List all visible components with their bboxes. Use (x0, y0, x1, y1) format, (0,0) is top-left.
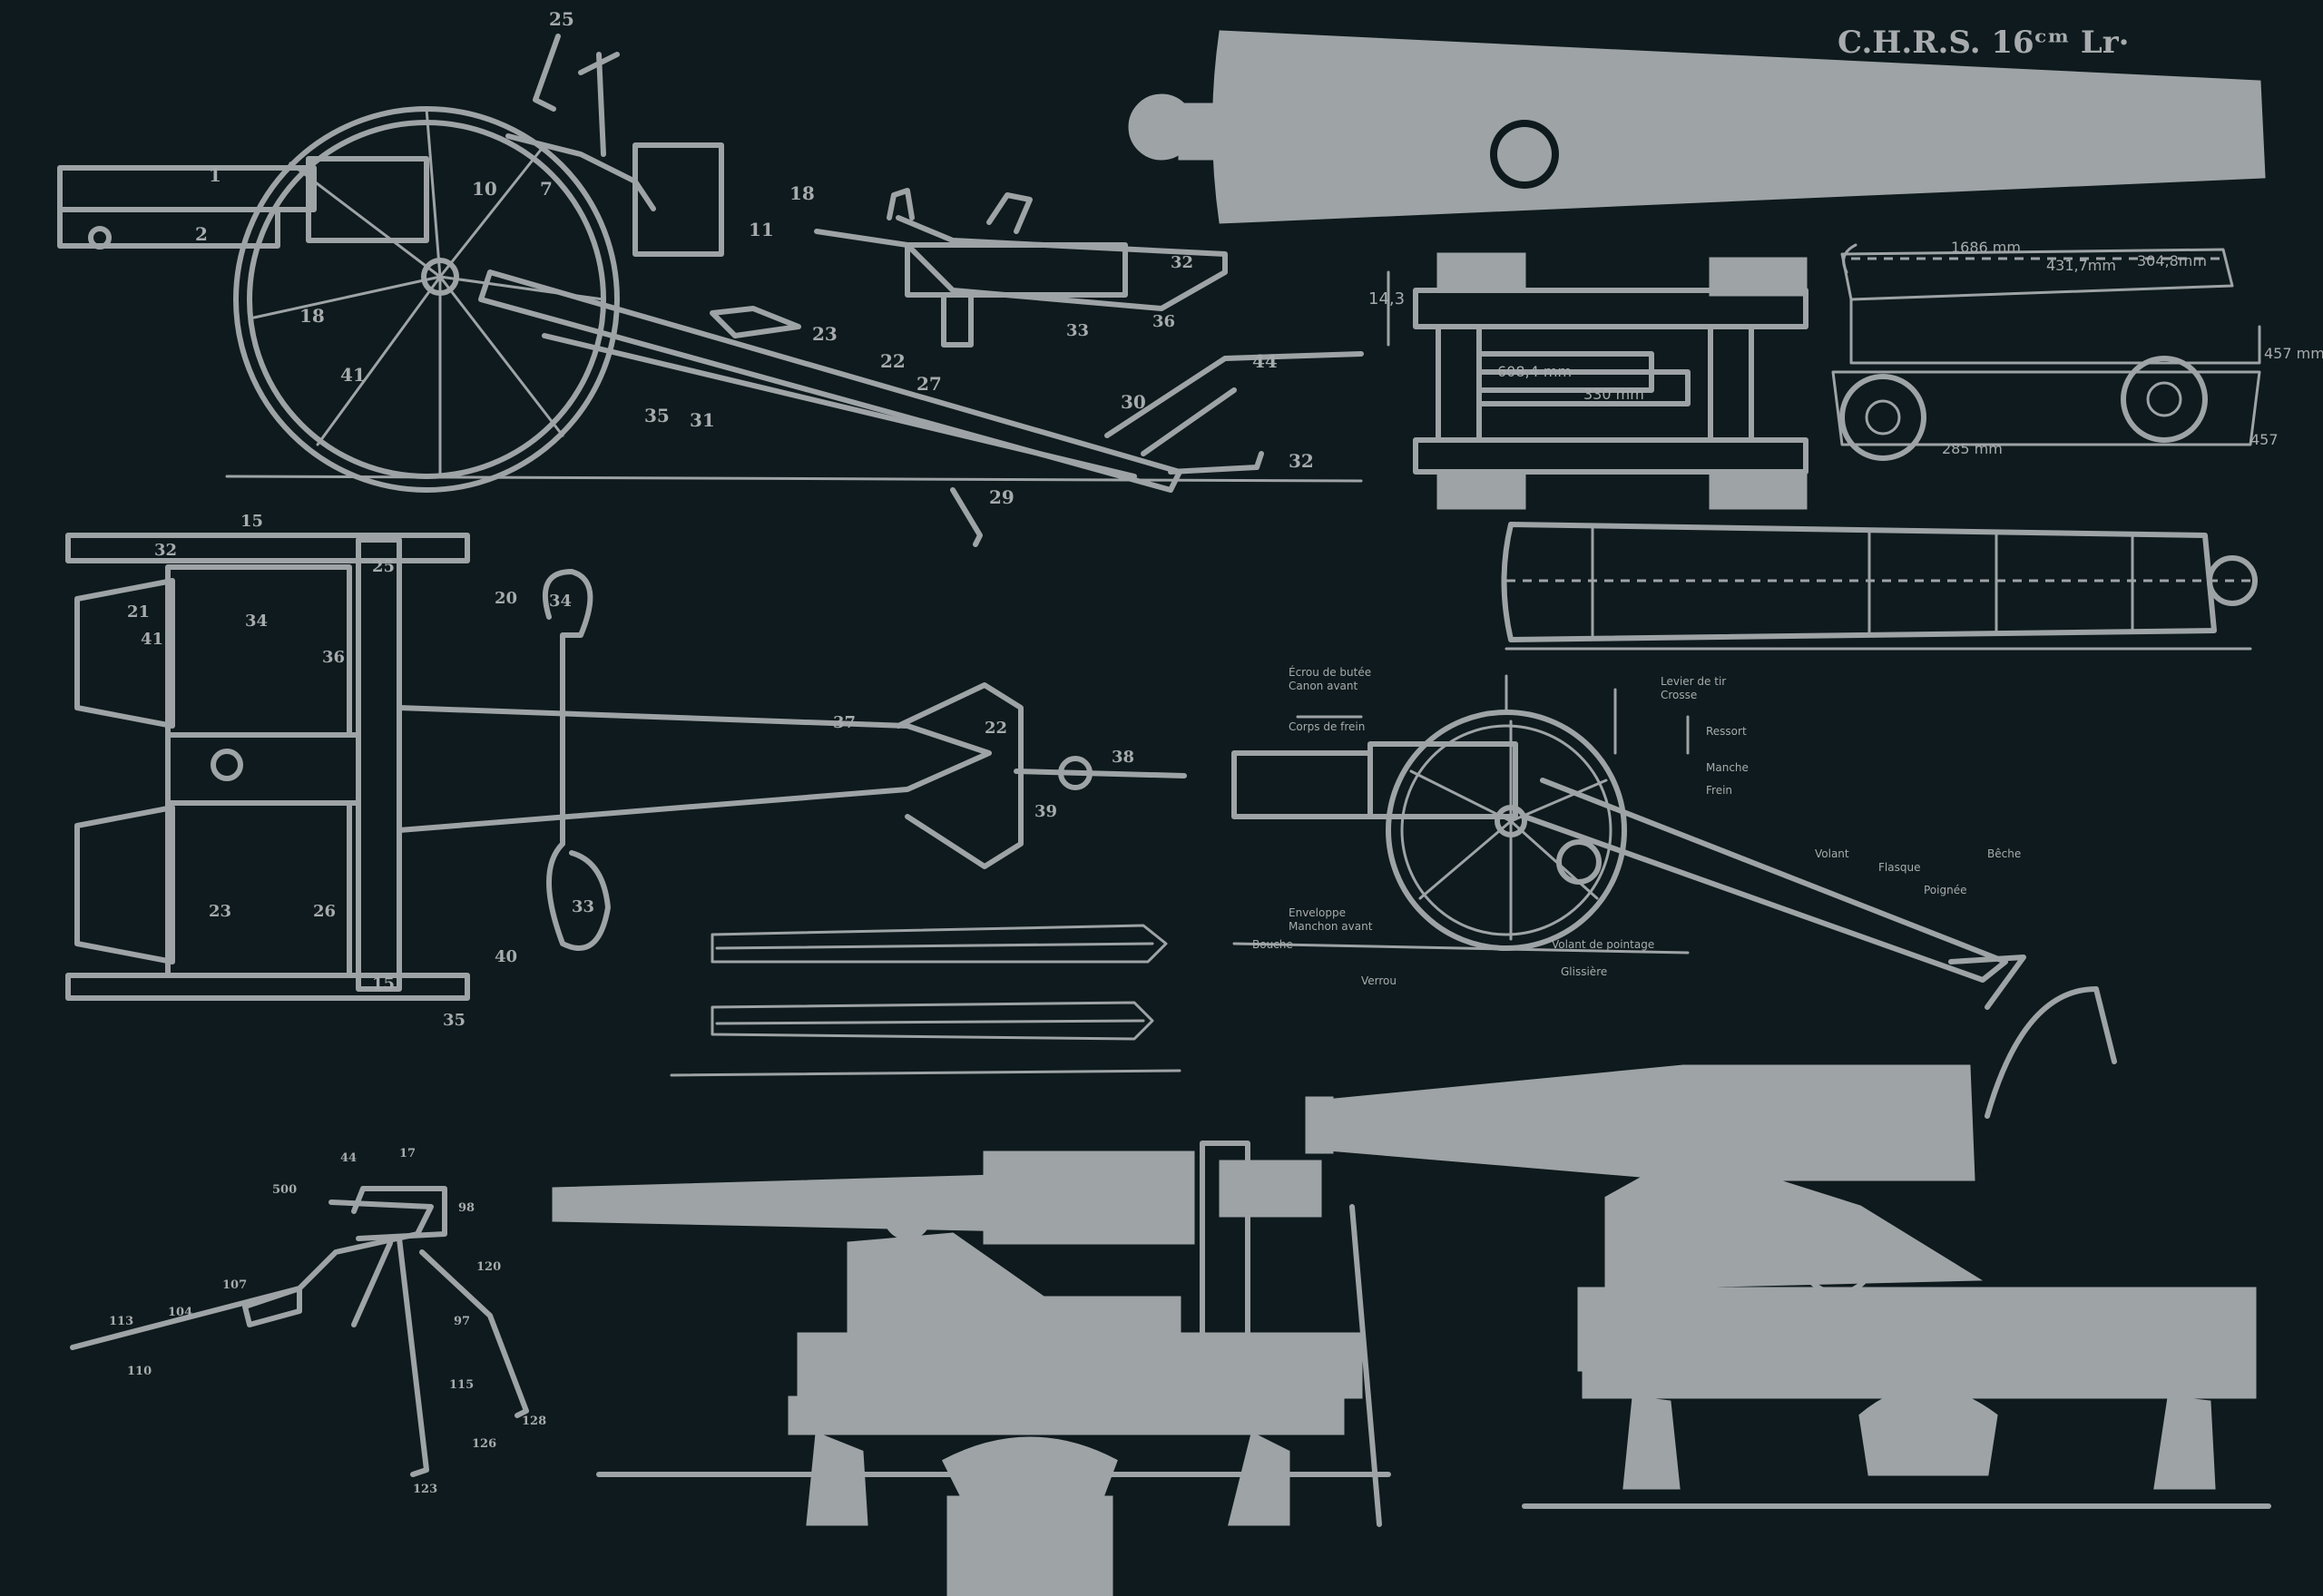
strip-diagrams (670, 924, 1181, 1077)
svg-text:120: 120 (476, 1260, 501, 1274)
svg-text:Verrou: Verrou (1361, 974, 1397, 987)
svg-text:31: 31 (690, 409, 715, 431)
svg-text:7: 7 (540, 178, 553, 200)
svg-text:Levier de tir: Levier de tir (1661, 675, 1726, 688)
svg-text:107: 107 (222, 1278, 247, 1292)
svg-text:41: 41 (141, 630, 163, 649)
svg-text:25: 25 (549, 8, 574, 30)
svg-text:26: 26 (313, 902, 336, 921)
svg-text:97: 97 (454, 1315, 470, 1328)
tripod-gun: 500 44 17 98 120 97 107 104 113 110 115 126 12… (70, 1147, 546, 1496)
svg-text:23: 23 (812, 323, 838, 345)
svg-text:126: 126 (472, 1437, 496, 1451)
svg-text:36: 36 (322, 648, 345, 667)
svg-text:44: 44 (340, 1151, 357, 1165)
large-cannon-barrel: C.H.R.S. 16ᶜᵐ Lr· (1128, 24, 2266, 224)
svg-text:10: 10 (472, 178, 497, 200)
svg-text:104: 104 (168, 1306, 192, 1319)
svg-text:36: 36 (1152, 312, 1175, 331)
coastal-gun-center (552, 1141, 1391, 1596)
svg-text:128: 128 (522, 1415, 546, 1428)
svg-text:27: 27 (916, 373, 942, 395)
svg-text:18: 18 (789, 182, 815, 204)
dim-4: 457 mm (2264, 345, 2323, 362)
dim-6: 457 (2250, 431, 2279, 448)
svg-text:15: 15 (240, 512, 263, 531)
svg-text:Frein: Frein (1706, 784, 1732, 797)
svg-text:34: 34 (549, 592, 572, 611)
svg-text:15: 15 (372, 974, 395, 994)
field-gun-side-view: 25 1 2 10 7 18 11 18 41 35 31 22 27 30 44 32 29 2… (57, 8, 1364, 547)
svg-text:38: 38 (1112, 748, 1134, 767)
cannon-profile-dimensions: 1686 mm 431,7mm 304,8mm 457 mm 285 mm 45… (1831, 239, 2323, 461)
svg-text:123: 123 (413, 1483, 437, 1496)
svg-text:33: 33 (1066, 321, 1089, 340)
dim-1: 1686 mm (1951, 239, 2021, 256)
svg-text:11: 11 (749, 219, 774, 240)
svg-text:23: 23 (209, 902, 231, 921)
svg-text:Ressort: Ressort (1706, 725, 1747, 738)
svg-text:35: 35 (443, 1011, 466, 1030)
svg-text:2: 2 (195, 223, 208, 245)
dim-3: 304,8mm (2137, 252, 2207, 269)
svg-text:33: 33 (572, 897, 594, 916)
svg-text:Flasque: Flasque (1878, 861, 1920, 874)
carriage-bar-lower: 330 mm (1583, 386, 1644, 403)
svg-text:32: 32 (1171, 253, 1193, 272)
svg-text:Écrou de butée: Écrou de butée (1289, 665, 1371, 679)
svg-text:Bêche: Bêche (1987, 847, 2021, 860)
carriage-dimension: 14,3 (1368, 289, 1405, 308)
svg-text:34: 34 (245, 612, 268, 631)
svg-text:20: 20 (495, 589, 517, 608)
svg-text:21: 21 (127, 602, 150, 622)
casemate-cannon-right (1305, 986, 2271, 1509)
svg-text:17: 17 (399, 1147, 416, 1160)
breech-detail: 32 33 36 (814, 188, 1228, 348)
svg-text:35: 35 (644, 405, 670, 426)
svg-text:110: 110 (127, 1365, 152, 1378)
barrel-inscription: C.H.R.S. 16ᶜᵐ Lr· (1838, 24, 2129, 61)
svg-text:Glissière: Glissière (1561, 965, 1607, 978)
svg-text:Crosse: Crosse (1661, 689, 1697, 701)
svg-text:Volant de pointage: Volant de pointage (1552, 938, 1654, 951)
svg-text:Canon avant: Canon avant (1289, 680, 1358, 692)
svg-text:44: 44 (1252, 350, 1278, 372)
smoothbore-barrel (1501, 522, 2258, 651)
svg-text:Manchon avant: Manchon avant (1289, 920, 1373, 933)
part-numbers: 25 1 2 10 7 18 11 18 41 35 31 22 27 30 44 32 29 2… (195, 8, 1314, 508)
svg-text:32: 32 (1289, 450, 1314, 472)
svg-text:22: 22 (985, 719, 1007, 738)
svg-text:18: 18 (299, 305, 325, 327)
svg-text:Enveloppe: Enveloppe (1289, 906, 1346, 919)
svg-text:41: 41 (340, 364, 366, 386)
svg-text:Bouche: Bouche (1252, 938, 1293, 951)
dim-5: 285 mm (1942, 440, 2003, 457)
elevation-annotations: Écrou de butée Canon avant Corps de frei… (1252, 665, 2021, 987)
dim-2: 431,7mm (2046, 257, 2116, 274)
svg-text:Corps de frein: Corps de frein (1289, 720, 1365, 733)
svg-text:113: 113 (109, 1315, 133, 1328)
svg-text:500: 500 (272, 1183, 297, 1197)
carriage-top-view: 14,3 608,4 mm 330 mm (1368, 252, 1808, 510)
svg-text:22: 22 (880, 350, 906, 372)
svg-text:40: 40 (495, 947, 517, 966)
svg-text:Poignée: Poignée (1924, 884, 1966, 896)
svg-text:32: 32 (154, 541, 177, 560)
svg-text:29: 29 (989, 486, 1014, 508)
svg-text:98: 98 (458, 1201, 475, 1215)
svg-text:115: 115 (449, 1378, 474, 1392)
svg-text:Manche: Manche (1706, 761, 1749, 774)
svg-text:30: 30 (1121, 391, 1146, 413)
svg-text:37: 37 (833, 713, 856, 732)
svg-text:1: 1 (209, 164, 221, 186)
carriage-bar-upper: 608,4 mm (1497, 363, 1572, 380)
svg-text:25: 25 (372, 557, 395, 576)
svg-text:39: 39 (1034, 802, 1057, 821)
field-gun-labeled-elevation: Écrou de butée Canon avant Corps de frei… (1231, 665, 2026, 1010)
wheel-spokes (252, 107, 605, 478)
svg-text:Volant: Volant (1815, 847, 1849, 860)
